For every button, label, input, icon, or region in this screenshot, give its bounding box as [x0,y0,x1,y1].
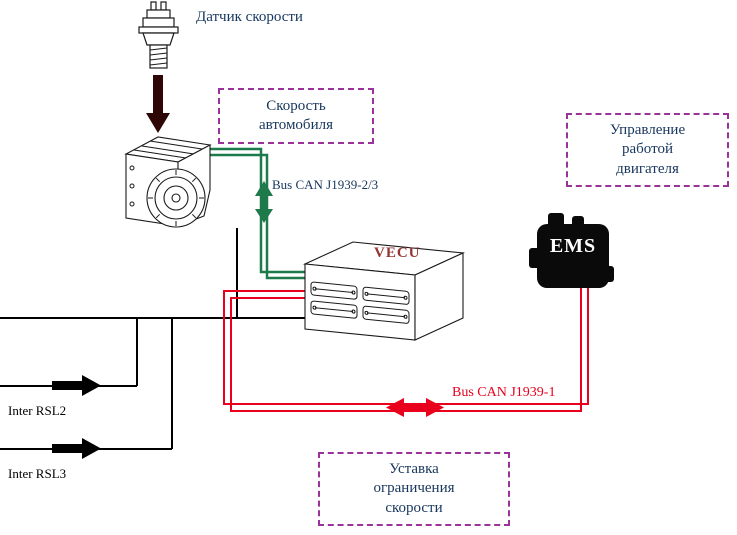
red-bus-double-arrow-icon [386,398,444,417]
callout-engine-control-line2: работой [622,141,673,158]
vecu-label: VECU [374,245,421,261]
inter-rsl3-label: Inter RSL3 [8,466,67,481]
ems-label: EMS [550,235,596,257]
callout-speed-limit-line2: ограничения [373,480,455,497]
red-bus-label: Bus CAN J1939-1 [452,385,556,400]
callout-speed-limit-line3: скорости [385,499,443,516]
red-bus-wire [223,286,589,412]
speed-sensor-drawing [138,1,179,69]
green-bus-double-arrow-icon [255,181,273,223]
green-bus-label: Bus CAN J1939-2/3 [272,177,379,192]
callout-engine-control-line1: Управление [609,121,686,138]
callout-vehicle-speed: Скорость автомобиля [218,88,374,144]
sensor-down-arrow-icon [146,75,170,133]
callout-speed-limit-setting: Уставка ограничения скорости [318,452,510,526]
ems-module-drawing: EMS [529,213,614,288]
callout-engine-control: Управление работой двигателя [566,113,729,187]
speed-sensor-label: Датчик скорости [196,9,303,25]
rsl-input-arrow-icons [52,375,101,459]
callout-vehicle-speed-line2: автомобиля [259,117,333,133]
vecu-drawing [302,241,466,341]
inter-rsl2-label: Inter RSL2 [8,403,67,418]
gearbox-drawing [124,136,212,228]
callout-speed-limit-line1: Уставка [389,460,439,477]
callout-engine-control-line3: двигателя [616,160,679,177]
callout-vehicle-speed-line1: Скорость [266,97,326,114]
